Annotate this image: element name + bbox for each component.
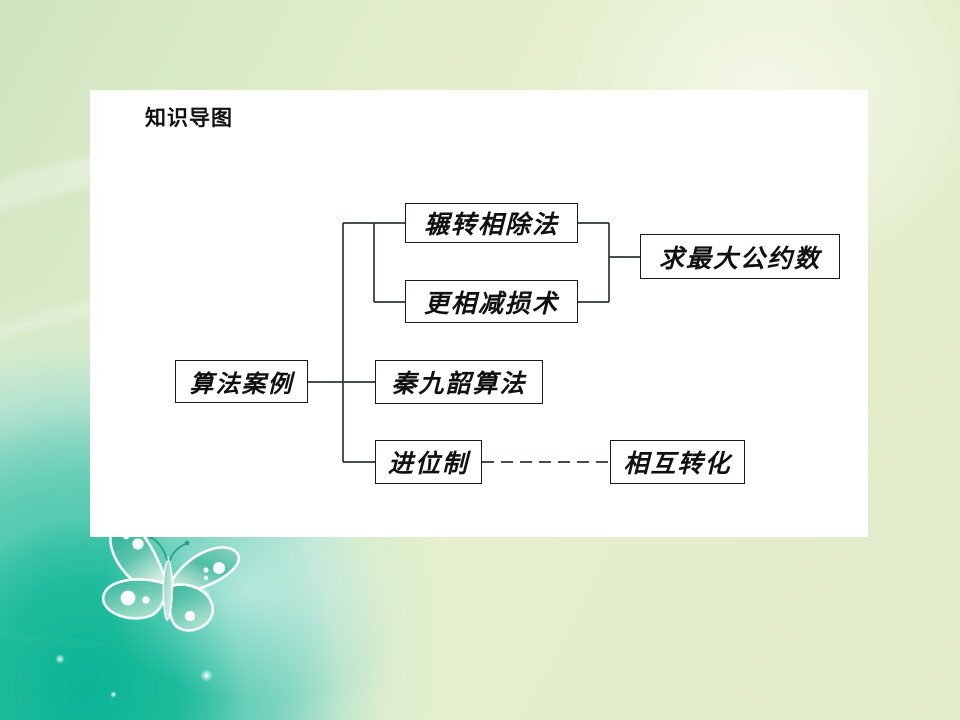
node-label: 相互转化 [623,449,732,478]
page-title: 知识导图 [145,106,233,130]
node-label: 求最大公约数 [658,243,821,273]
butterfly-icon [101,521,240,632]
node-label: 更相减损术 [423,288,559,318]
bokeh-dot [200,669,213,682]
node-suan-fa-an-li[interactable]: 算法案例 [175,360,308,403]
diagram-connectors [308,222,640,463]
knowledge-map-diagram: 算法案例 辗转相除法 更相减损术 求最大公约数 秦九韶算法 进位制 相互转化 [90,90,868,537]
node-label: 算法案例 [189,369,294,398]
node-qiu-zui-da-gong-yue-shu[interactable]: 求最大公约数 [640,234,840,279]
bokeh-dot [55,654,65,664]
node-label: 辗转相除法 [423,210,559,239]
node-zhan-zhuan-xiang-chu-fa[interactable]: 辗转相除法 [405,203,578,243]
node-xiang-hu-zhuan-hua[interactable]: 相互转化 [610,440,745,484]
node-geng-xiang-jian-sun-shu[interactable]: 更相减损术 [405,280,578,323]
node-jin-wei-zhi[interactable]: 进位制 [375,440,482,484]
node-label: 进位制 [387,449,469,478]
content-panel: 知识导图 [90,90,868,537]
bokeh-dot [110,691,117,698]
node-qin-jiu-shao-suan-fa[interactable]: 秦九韶算法 [375,360,543,404]
node-label: 秦九韶算法 [391,369,527,398]
